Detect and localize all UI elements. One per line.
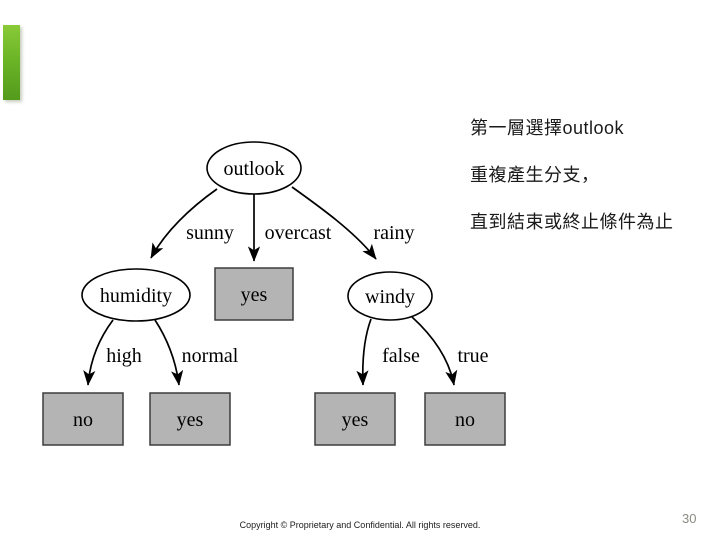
node-humidity-label: humidity: [100, 285, 172, 307]
leaf-yes-overcast-shape: [214, 267, 294, 321]
edge-label-normal: normal: [182, 345, 239, 367]
edge-outlook-to-humidity: [150, 188, 218, 259]
edge-humidity-to-yes: [154, 319, 184, 386]
node-windy-label: windy: [365, 286, 415, 308]
leaf-yes-overcast-label: yes: [241, 284, 268, 306]
edge-label-high: high: [106, 345, 142, 367]
page-number: 30: [682, 511, 697, 526]
note-line-3: 直到結束或終止條件為止: [470, 212, 674, 232]
edge-label-rainy: rainy: [373, 222, 414, 244]
leaf-no-high-label: no: [73, 409, 93, 431]
leaf-no-true-shape: [424, 392, 506, 446]
edge-label-overcast: overcast: [265, 222, 332, 244]
edge-label-sunny: sunny: [186, 222, 234, 244]
copyright-text: Copyright © Proprietary and Confidential…: [239, 520, 481, 530]
green-accent-bar: [3, 25, 20, 100]
node-outlook-label: outlook: [223, 158, 284, 180]
node-windy-shape: [347, 271, 433, 321]
leaf-no-high-shape: [42, 392, 124, 446]
edge-outlook-to-windy: [291, 186, 377, 260]
leaf-no-true-label: no: [455, 409, 475, 431]
leaf-yes-false-shape: [314, 392, 396, 446]
edge-label-true: true: [457, 345, 488, 367]
edge-windy-to-yes: [356, 318, 372, 386]
note-line-2: 重複產生分支，: [470, 165, 600, 185]
note-line-1: 第一層選擇outlook: [470, 118, 625, 138]
slide-notes: 第一層選擇outlook 重複產生分支， 直到結束或終止條件為止: [470, 105, 715, 246]
node-humidity-shape: [81, 268, 191, 322]
edge-label-false: false: [382, 345, 420, 367]
edge-windy-to-no: [411, 316, 458, 386]
leaf-yes-normal-shape: [149, 392, 231, 446]
edge-humidity-to-no: [83, 319, 114, 386]
node-outlook-shape: [206, 141, 302, 195]
leaf-yes-false-label: yes: [342, 409, 369, 431]
leaf-yes-normal-label: yes: [177, 409, 204, 431]
